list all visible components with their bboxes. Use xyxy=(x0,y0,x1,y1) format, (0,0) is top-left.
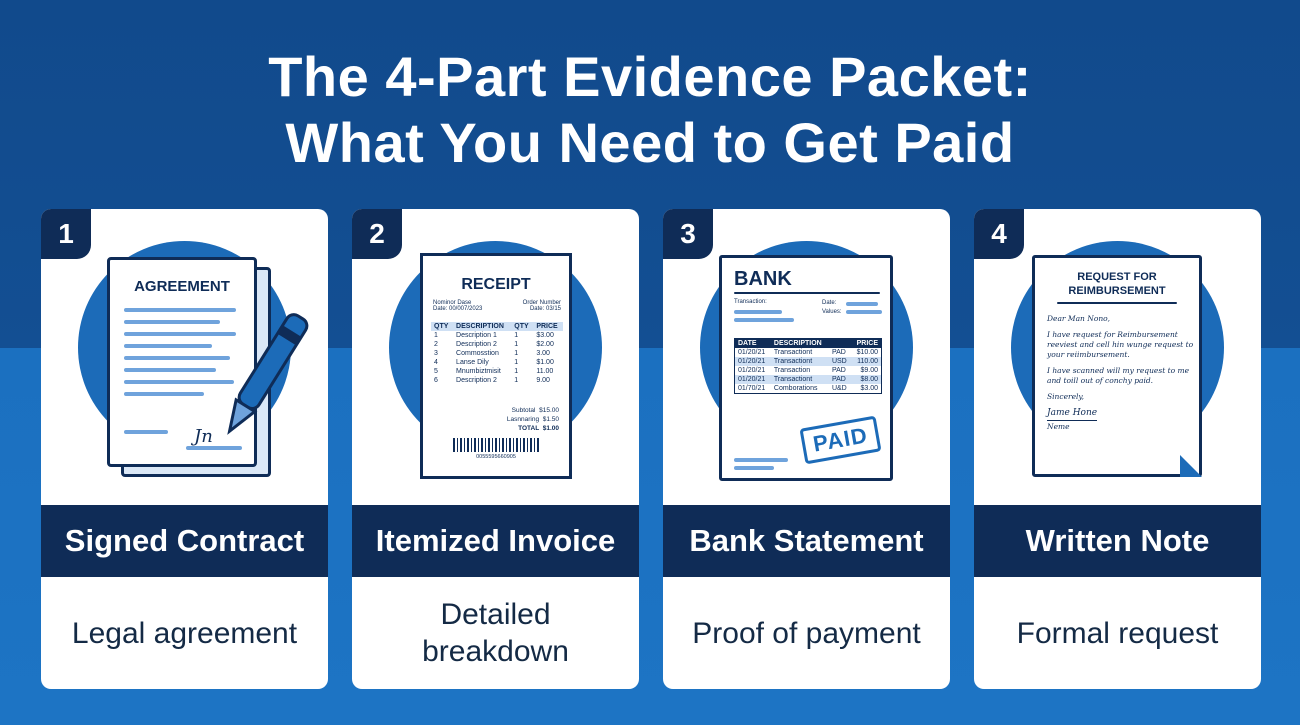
step-number-badge: 3 xyxy=(663,209,713,259)
transaction-field: Transaction: xyxy=(734,299,767,305)
card-description: Proof of payment xyxy=(692,616,921,650)
signature-mark: Jn xyxy=(194,426,213,447)
card-signed-contract: 1 AGREEMENT Jn Signed Contract Legal ag xyxy=(41,209,328,689)
card-heading: Bank Statement xyxy=(663,505,950,577)
paid-stamp: PAID xyxy=(799,415,882,465)
receipt-title: RECEIPT xyxy=(461,276,531,293)
receipt-totals: Subtotal $15.00 Lasnnaring $1.50 TOTAL $… xyxy=(506,407,559,432)
agreement-document: AGREEMENT Jn xyxy=(107,257,257,467)
card-heading: Written Note xyxy=(974,505,1261,577)
step-number-badge: 1 xyxy=(41,209,91,259)
note-signature: Jame Hone xyxy=(1047,408,1098,418)
title-line-2: What You Need to Get Paid xyxy=(285,111,1015,174)
step-number-badge: 4 xyxy=(974,209,1024,259)
step-number-badge: 2 xyxy=(352,209,402,259)
note-body: Dear Man Nono, I have request for Reimbu… xyxy=(1047,314,1194,431)
agreement-title: AGREEMENT xyxy=(134,278,230,295)
bank-title: BANK xyxy=(734,268,792,290)
card-heading: Itemized Invoice xyxy=(352,505,639,577)
pen-icon xyxy=(227,313,309,435)
card-description: Detailed breakdown xyxy=(422,598,569,668)
page-title: The 4-Part Evidence Packet: What You Nee… xyxy=(0,44,1300,176)
card-description: Legal agreement xyxy=(71,616,298,650)
date-value-fields: Date:Values: xyxy=(822,300,842,315)
title-line-1: The 4-Part Evidence Packet: xyxy=(268,45,1032,108)
card-heading: Signed Contract xyxy=(41,505,328,577)
barcode-number: 0055595660905 xyxy=(476,454,516,460)
page-curl xyxy=(1180,455,1202,477)
card-description: Formal request xyxy=(1016,616,1219,650)
barcode-icon xyxy=(453,438,539,452)
